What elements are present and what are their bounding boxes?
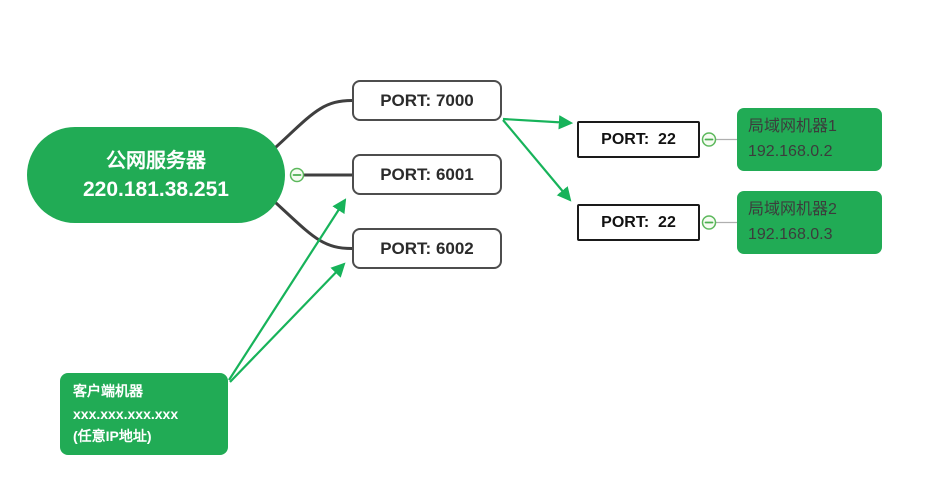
branch-line-server-to-port7000 xyxy=(274,99,354,149)
collapse-minus-icon[interactable] xyxy=(701,215,717,230)
server-ip: 220.181.38.251 xyxy=(83,177,229,201)
server-title: 公网服务器 xyxy=(106,149,206,172)
client-note: (任意IP地址) xyxy=(73,428,152,445)
port-label: PORT: 6002 xyxy=(380,238,474,258)
lan-machine-ip: 192.168.0.3 xyxy=(748,225,833,243)
collapse-minus-icon[interactable] xyxy=(289,167,305,183)
branch-line-server-to-port6002 xyxy=(274,201,354,250)
ssh-port-label: PORT: 22 xyxy=(601,213,676,231)
ssh-port-node-1[interactable]: PORT: 22 xyxy=(577,121,700,158)
port-node-7000[interactable]: PORT: 7000 xyxy=(352,80,502,121)
arrow-port7000-to-ssh2 xyxy=(502,119,572,202)
lan-machine-name: 局域网机器1 xyxy=(748,117,837,135)
collapse-minus-icon[interactable] xyxy=(701,132,717,147)
ssh-port-label: PORT: 22 xyxy=(601,130,676,148)
port-label: PORT: 7000 xyxy=(380,90,474,110)
arrow-port7000-to-ssh1 xyxy=(502,115,574,130)
ssh-port-node-2[interactable]: PORT: 22 xyxy=(577,204,700,241)
lan-machine-node-2[interactable]: 局域网机器2 192.168.0.3 xyxy=(737,191,882,254)
arrow-client-to-port6001 xyxy=(228,198,347,381)
arrow-client-to-port6002 xyxy=(229,262,346,383)
port-node-6001[interactable]: PORT: 6001 xyxy=(352,154,502,195)
lan-machine-name: 局域网机器2 xyxy=(748,200,837,218)
client-name: 客户端机器 xyxy=(73,383,143,400)
client-node[interactable]: 客户端机器 xxx.xxx.xxx.xxx (任意IP地址) xyxy=(60,373,228,455)
port-label: PORT: 6001 xyxy=(380,164,474,184)
lan-machine-ip: 192.168.0.2 xyxy=(748,142,833,160)
server-node[interactable]: 公网服务器 220.181.38.251 xyxy=(27,127,285,223)
port-node-6002[interactable]: PORT: 6002 xyxy=(352,228,502,269)
lan-machine-node-1[interactable]: 局域网机器1 192.168.0.2 xyxy=(737,108,882,171)
client-ip: xxx.xxx.xxx.xxx xyxy=(73,405,179,422)
